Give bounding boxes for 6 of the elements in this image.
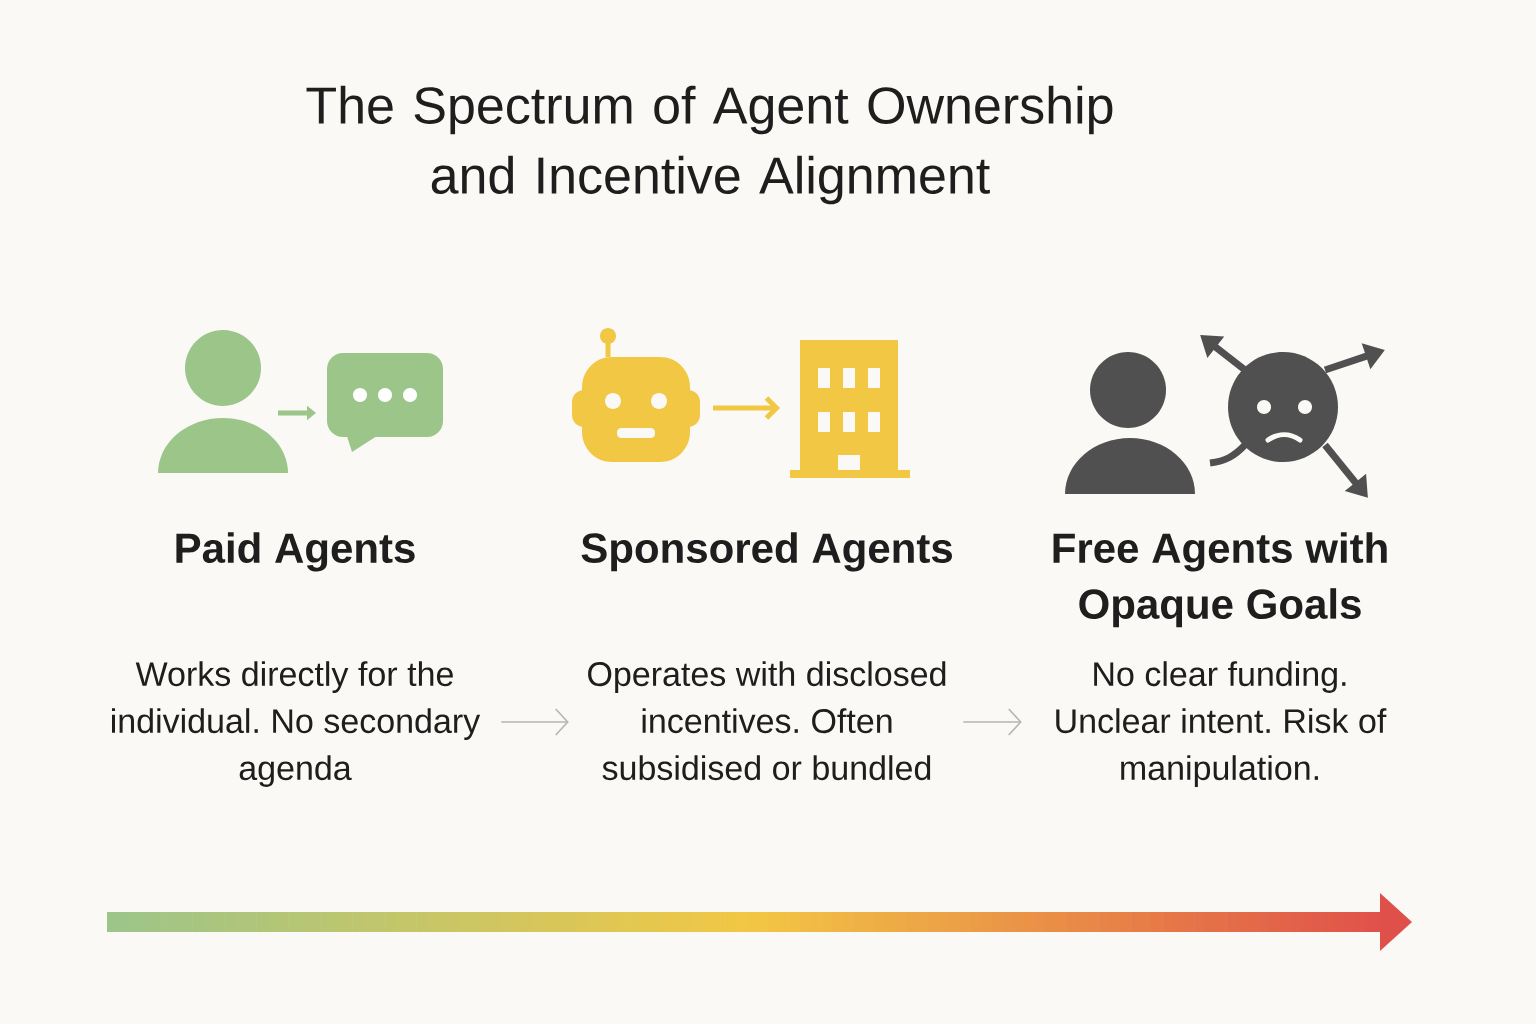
category-text: Sponsored Agents Operates with disclosed incentives. Often subsidised or bundled	[581, 532, 952, 781]
arrow	[500, 708, 569, 736]
category-text: Free Agents with Opaque Goals No clear funding. Unclear intent. Risk of manipulation.	[1053, 532, 1387, 787]
category-text: Paid Agents Works directly for the individual. No secondary agenda	[112, 532, 481, 787]
title: The Spectrum of Agent Ownership and Incentive Alignment	[306, 85, 1113, 205]
arrow	[962, 708, 1022, 736]
